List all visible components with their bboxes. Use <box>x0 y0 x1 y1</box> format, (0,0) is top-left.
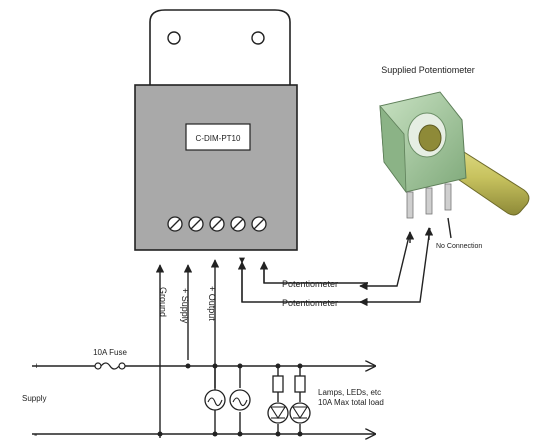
pot-pin1-wire <box>359 231 411 291</box>
load-label-line2: 10A Max total load <box>318 398 384 407</box>
supply-label: Supply <box>22 394 46 403</box>
terminal-block <box>167 216 267 232</box>
device-label: C-DIM-PT10 <box>196 134 241 143</box>
fuse-label: 10A Fuse <box>93 348 127 357</box>
output-label: + Output <box>207 286 217 321</box>
no-connection-label: No Connection <box>436 243 482 250</box>
potentiometer-title: Supplied Potentiometer <box>381 65 475 75</box>
resistor-icon <box>294 375 306 393</box>
mount-hole-icon <box>251 31 265 45</box>
load-wiring <box>214 366 301 434</box>
lamp-icon <box>229 389 251 411</box>
mount-hole-icon <box>167 31 181 45</box>
pot-pin2-wire <box>359 227 431 307</box>
dimmer-enclosure: C-DIM-PT10 <box>134 84 298 251</box>
supply-label: + Supply <box>180 288 190 324</box>
terminal-screw-icon <box>209 216 225 232</box>
power-rails <box>32 366 375 434</box>
led-icon <box>289 402 311 424</box>
led-icon <box>267 402 289 424</box>
potentiometer-label-b: Potentiometer <box>282 298 338 308</box>
terminal-screw-icon <box>251 216 267 232</box>
terminal-screw-icon <box>230 216 246 232</box>
potentiometer-label-a: Potentiometer <box>282 279 338 289</box>
pot-pin3-lead <box>447 217 452 239</box>
terminal-screw-icon <box>167 216 183 232</box>
device-label-box <box>185 123 251 151</box>
potentiometer-illustration: Supplied Potentiometer <box>379 65 530 219</box>
plus-sign: + <box>34 361 39 371</box>
resistor-icon <box>272 375 284 393</box>
terminal-screw-icon <box>188 216 204 232</box>
mounting-bracket <box>149 9 291 85</box>
ground-label: Ground <box>158 287 168 317</box>
load-label-line1: Lamps, LEDs, etc <box>318 388 381 397</box>
fuse-icon <box>94 361 126 371</box>
minus-sign: - <box>34 430 37 441</box>
lamp-icon <box>204 389 226 411</box>
